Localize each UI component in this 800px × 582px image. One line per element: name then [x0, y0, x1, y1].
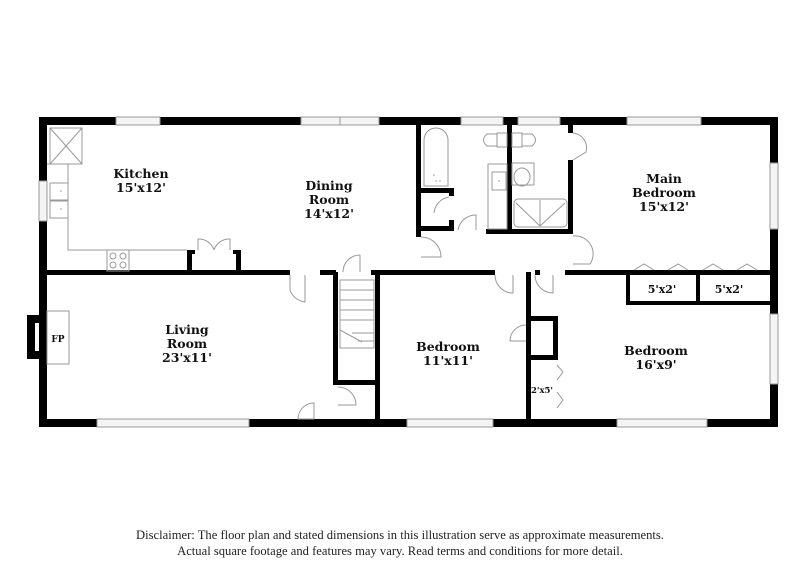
room-bedroom-2: Bedroom 11'x11' [416, 339, 480, 368]
dining-dims: 14'x12' [304, 206, 354, 221]
toilet-icon [511, 132, 536, 148]
room-labels: Kitchen 15'x12' Dining Room 14'x12' Main… [113, 166, 743, 396]
door-closet [433, 196, 450, 214]
staircase [339, 279, 375, 349]
door-stairs [342, 254, 361, 273]
kitchen-dims: 15'x12' [116, 180, 166, 195]
dining-name-2: Room [309, 192, 349, 207]
fireplace: FP [46, 310, 70, 365]
door-hall [420, 236, 442, 258]
fireplace-label: FP [51, 335, 64, 345]
disclaimer-line-2: Actual square footage and features may v… [177, 544, 623, 558]
windows [38, 116, 779, 428]
room-living: Living Room 23'x11' [162, 322, 212, 365]
room-dining: Dining Room 14'x12' [304, 178, 354, 221]
stove-icon [106, 249, 130, 272]
door-main-closet [572, 235, 594, 265]
door-stair-closet [337, 386, 357, 406]
living-name-1: Living [165, 322, 209, 337]
closet-3-dims: 2'x5' [531, 386, 553, 396]
main-bedroom-name-2: Bedroom [632, 185, 696, 200]
bedroom-2-dims: 11'x11' [423, 353, 473, 368]
room-kitchen: Kitchen 15'x12' [113, 166, 168, 195]
door-bedroom-3 [534, 274, 554, 294]
kitchen-fixtures [47, 127, 231, 272]
bedroom-2-name: Bedroom [416, 339, 480, 354]
disclaimer-line-1: Disclaimer: The floor plan and stated di… [136, 528, 664, 542]
bath-fixtures [423, 127, 568, 230]
closet-1-dims: 5'x2' [648, 283, 677, 296]
bedroom-3-dims: 16'x9' [635, 357, 676, 372]
door-living-dining [289, 275, 306, 303]
door-bedroom-2 [494, 274, 514, 294]
closet-2-dims: 5'x2' [715, 283, 744, 296]
sink-icon [49, 182, 69, 219]
pantry-door[interactable] [197, 238, 231, 251]
disclaimer: Disclaimer: The floor plan and stated di… [0, 527, 800, 559]
living-name-2: Room [167, 336, 207, 351]
room-main-bedroom: Main Bedroom 15'x12' [632, 171, 696, 214]
shower-icon [513, 198, 568, 228]
main-bedroom-name-1: Main [646, 171, 682, 186]
door-main-bath [572, 132, 588, 161]
bathtub-icon [423, 127, 449, 187]
main-bedroom-dims: 15'x12' [639, 199, 689, 214]
bedroom-3-name: Bedroom [624, 343, 688, 358]
doors [289, 132, 758, 420]
dining-name-1: Dining [305, 178, 353, 193]
front-door [297, 402, 315, 420]
door-closet-bed2 [509, 324, 527, 342]
interior-walls [39, 125, 770, 427]
toilet-icon [483, 132, 508, 148]
door-bath [457, 214, 477, 231]
kitchen-name: Kitchen [113, 166, 168, 181]
living-dims: 23'x11' [162, 350, 212, 365]
room-bedroom-3: Bedroom 16'x9' [624, 343, 688, 372]
